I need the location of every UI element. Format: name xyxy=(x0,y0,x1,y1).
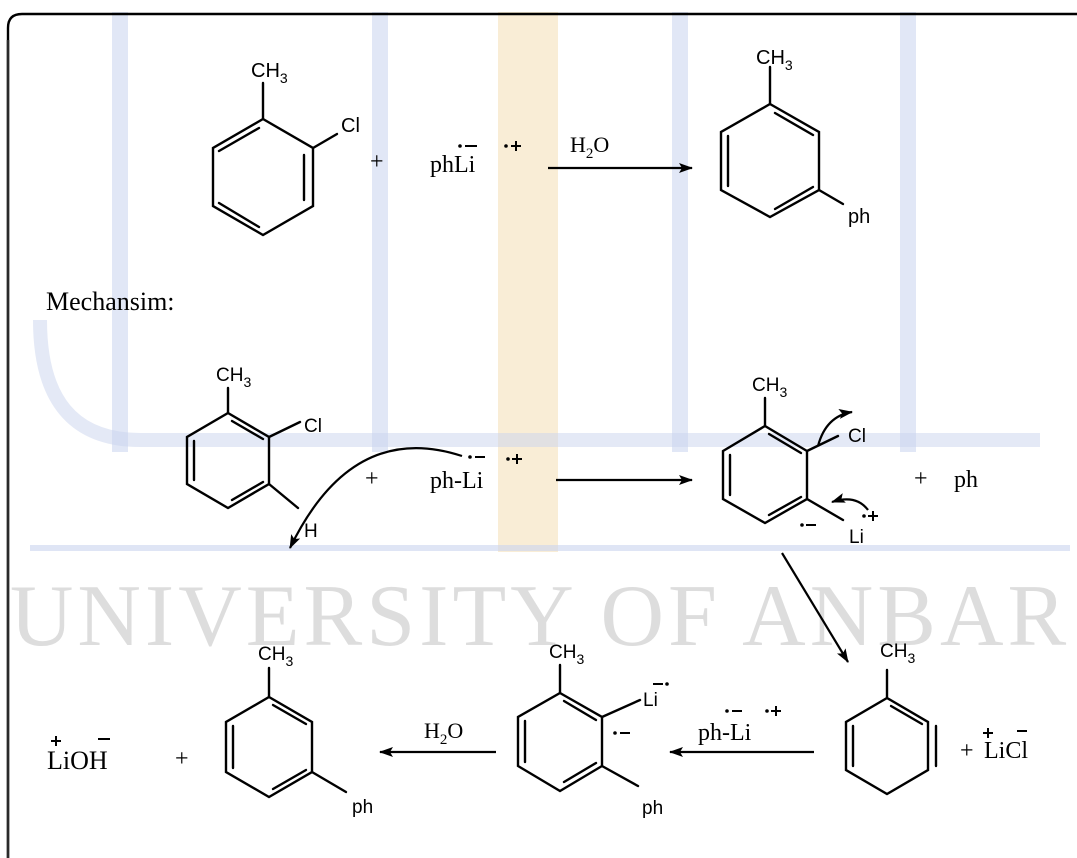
watermark-text: UNIVERSITY OF ANBAR xyxy=(10,568,1070,665)
plus-sign: + xyxy=(370,149,384,175)
reagent-phenyllithium: ph-Li xyxy=(698,720,752,746)
base-phenyllithium: ph-Li xyxy=(430,468,484,494)
plus-sign: + xyxy=(960,738,974,764)
charge-marks xyxy=(468,454,522,464)
phenyl-label: ph xyxy=(848,206,870,228)
charge-marks xyxy=(51,736,110,746)
deprotonation-curved-arrow xyxy=(289,447,463,549)
mechanism-reactant: CH3 Cl H xyxy=(185,365,322,542)
product-3-methylbiphenyl: CH3 ph xyxy=(719,47,870,228)
methyl-label: CH3 xyxy=(549,642,584,667)
phenyl-label: ph xyxy=(642,798,663,819)
chloro-label: Cl xyxy=(304,416,322,437)
charge-marks xyxy=(983,728,1027,738)
plus-sign: + xyxy=(365,466,379,492)
aryl-anion-intermediate: CH3 Cl Li xyxy=(721,375,878,548)
lithium-label: Li xyxy=(643,690,658,711)
methyl-label: CH3 xyxy=(251,60,288,86)
chloride-leaving-curved-arrow xyxy=(816,409,853,447)
phenyl-label: ph xyxy=(352,797,373,818)
methyl-label: CH3 xyxy=(216,365,251,390)
plus-sign: + xyxy=(175,746,189,772)
charge-marks xyxy=(725,706,781,716)
reagent-phenyllithium: phLi xyxy=(430,152,476,178)
mechanism-heading: Mechansim: xyxy=(46,287,175,316)
elimination-arrow xyxy=(781,552,849,663)
reactant-2-chlorotoluene: CH3 Cl xyxy=(211,60,360,237)
methyl-label: CH3 xyxy=(752,375,787,400)
plus-sign: + xyxy=(914,466,928,492)
lithium-chloride: LiCl xyxy=(984,738,1028,764)
byproduct-phenyl: ph xyxy=(954,467,978,493)
lithium-hydroxide: LiOH xyxy=(47,746,108,775)
methyl-label: CH3 xyxy=(756,47,793,73)
lithium-label: Li xyxy=(849,527,864,548)
aryllithium-intermediate: CH3 Li ph xyxy=(516,642,669,819)
chloro-label: Cl xyxy=(848,426,866,447)
condition-water: H2O xyxy=(570,132,609,162)
condition-water: H2O xyxy=(424,718,463,748)
charge-marks xyxy=(458,141,521,151)
watermark: UNIVERSITY OF ANBAR xyxy=(10,12,1070,665)
hydrogen-label: H xyxy=(304,521,318,542)
lithium-curved-arrow xyxy=(831,493,869,511)
final-product-3-methylbiphenyl: CH3 ph xyxy=(224,644,373,818)
frame xyxy=(6,12,1077,858)
chloro-label: Cl xyxy=(341,115,360,137)
